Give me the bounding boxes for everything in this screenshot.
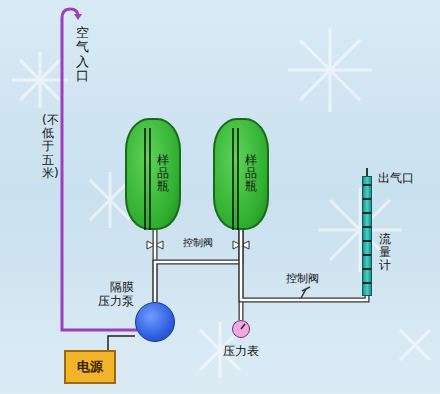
port-label: 空气入口 <box>76 26 89 83</box>
power-wire <box>108 336 135 350</box>
flowmeter-label: 流量计 <box>379 233 391 273</box>
tube-line <box>232 128 234 230</box>
tube-line <box>144 128 146 230</box>
flowmeter-scale <box>363 177 371 295</box>
scale-tick <box>363 198 371 200</box>
tube-line <box>237 128 239 230</box>
pipe-outline <box>155 230 241 302</box>
flowmeter: 流量计 <box>362 176 372 296</box>
port-label: 出气口 <box>378 170 414 187</box>
arrowhead <box>74 14 82 20</box>
bottle-label: 样品瓶 <box>157 154 169 194</box>
wire-line <box>108 336 135 350</box>
sample-bottle: 样品瓶 <box>213 118 269 230</box>
pressure-gauge: 压力表 <box>232 320 250 338</box>
needle <box>241 324 245 329</box>
pipe-outline <box>241 230 367 300</box>
outlet-pipe <box>366 168 368 176</box>
gauge-label: 压力表 <box>223 343 259 360</box>
scale-tick <box>363 226 371 228</box>
scale-tick <box>363 240 371 242</box>
scale-tick <box>363 282 371 284</box>
bottle-label: 样品瓶 <box>245 154 257 194</box>
gauge-needle <box>233 321 249 337</box>
tube-line <box>149 128 151 230</box>
gas-pipe <box>241 230 367 300</box>
scale-tick <box>363 212 371 214</box>
power-label: 电源 <box>77 358 103 376</box>
height-note: (不低于五米) <box>42 114 54 180</box>
pipe-core <box>241 230 367 300</box>
pump-label: 隔膜 压力泵 <box>96 281 134 309</box>
sample-bottle: 样品瓶 <box>125 118 181 230</box>
dip-tube <box>213 118 269 230</box>
pipe-core <box>155 230 241 302</box>
scale-tick <box>363 268 371 270</box>
scale-tick <box>363 254 371 256</box>
dip-tube <box>125 118 181 230</box>
power-box: 电源 <box>64 350 116 384</box>
diaphragm-pump: 隔膜 压力泵 <box>135 302 175 342</box>
valve-label: 控制阀 <box>183 236 213 250</box>
gas-pipe <box>155 230 241 302</box>
valve-label: 控制阀 <box>286 271 319 286</box>
snowflake <box>12 28 430 378</box>
scale-tick <box>363 184 371 186</box>
